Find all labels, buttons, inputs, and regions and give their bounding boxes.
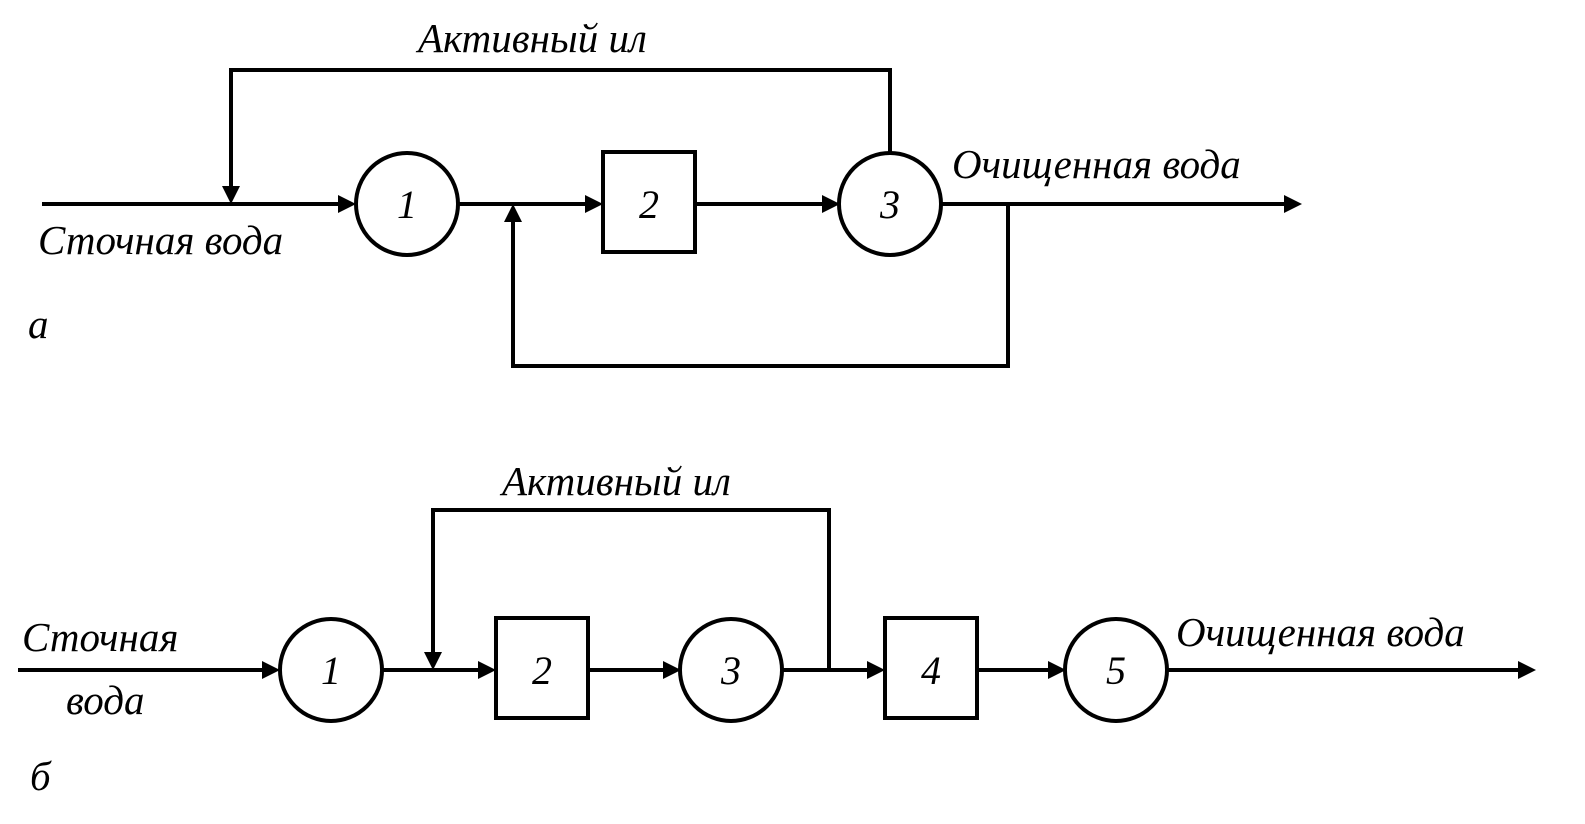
diagram-a: Активный ил Очищенная вода Сточная вода … — [28, 15, 1302, 368]
arrowhead-water-recycle-a — [504, 204, 522, 222]
arrowhead-sludge-b — [424, 652, 442, 670]
node-label: 3 — [720, 648, 741, 693]
arrowhead-sludge-a — [222, 186, 240, 204]
node-5-b: 5 — [1063, 617, 1169, 723]
arrowhead-into-1-a — [338, 195, 356, 213]
node-label: 2 — [532, 648, 552, 693]
water-recycle-line-a — [511, 204, 1010, 368]
arrowhead-outflow-b — [1518, 661, 1536, 679]
node-2-a: 2 — [601, 150, 697, 254]
diagram-a-id: а — [28, 301, 49, 347]
node-2-b: 2 — [494, 616, 590, 720]
input-label-a: Сточная вода — [38, 217, 283, 263]
arrowhead-into-2-b — [478, 661, 496, 679]
sludge-recycle-line-a — [229, 68, 892, 186]
arrowhead-into-4-b — [867, 661, 885, 679]
arrowhead-into-2-a — [585, 195, 603, 213]
arrowhead-into-5-b — [1048, 661, 1066, 679]
recycle-label-b: Активный ил — [499, 458, 731, 504]
arrowhead-into-3-a — [822, 195, 840, 213]
node-3-a: 3 — [837, 151, 943, 257]
diagram-b: Активный ил Очищенная вода Сточная вода … — [18, 458, 1536, 799]
node-label: 2 — [639, 182, 659, 227]
node-label: 4 — [921, 648, 941, 693]
sludge-recycle-line-b — [431, 508, 831, 670]
node-4-b: 4 — [883, 616, 979, 720]
arrowhead-into-1-b — [262, 661, 280, 679]
output-label-b: Очищенная вода — [1176, 609, 1465, 655]
node-1-b: 1 — [278, 617, 384, 723]
arrowhead-into-3-b — [663, 661, 681, 679]
node-1-a: 1 — [354, 151, 460, 257]
node-label: 1 — [321, 648, 341, 693]
node-label: 1 — [397, 182, 417, 227]
input-label-b-line2: вода — [66, 677, 144, 723]
output-label-a: Очищенная вода — [952, 141, 1241, 187]
node-3-b: 3 — [678, 617, 784, 723]
node-label: 5 — [1106, 648, 1126, 693]
diagram-b-id: б — [30, 753, 52, 799]
recycle-label-a: Активный ил — [415, 15, 647, 61]
arrowhead-outflow-a — [1284, 195, 1302, 213]
input-label-b-line1: Сточная — [22, 614, 178, 660]
node-label: 3 — [879, 182, 900, 227]
